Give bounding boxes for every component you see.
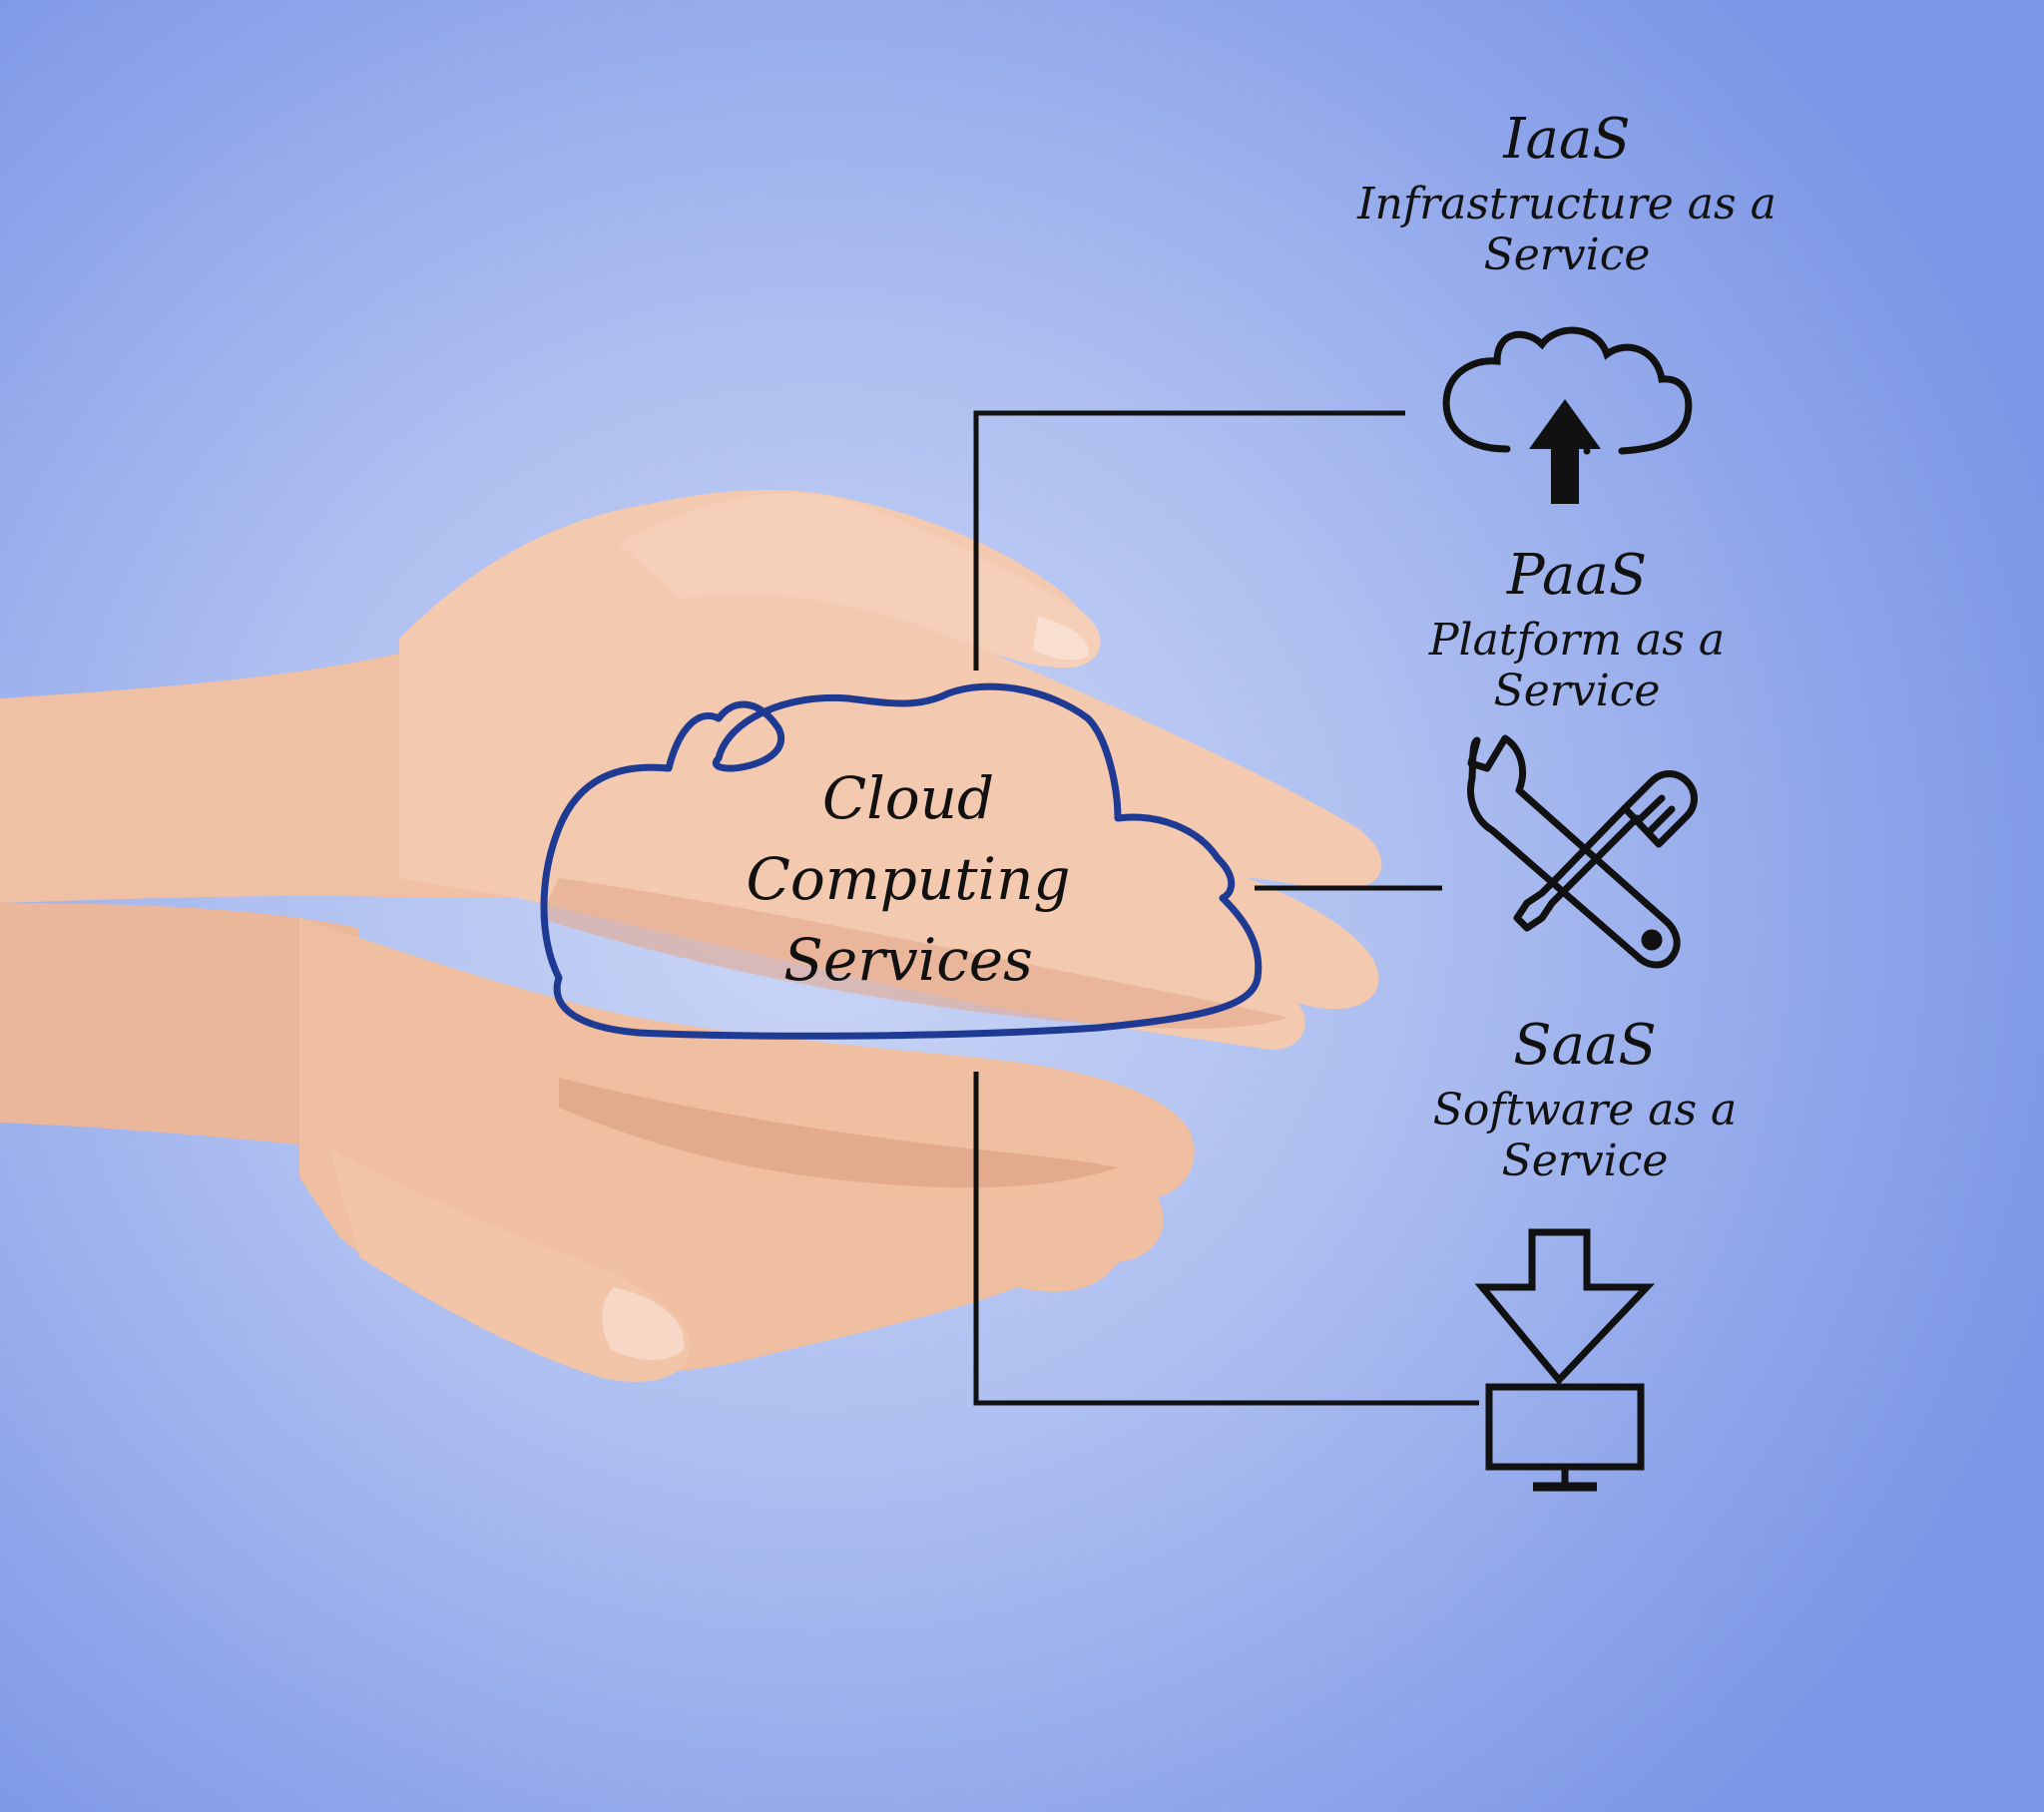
- service-acronym-paas: PaaS: [1506, 543, 1648, 608]
- service-label-paas: PaaS Platform as a Service: [1367, 543, 1787, 716]
- monitor-screen: [1485, 1383, 1645, 1471]
- lower-thumb: [329, 1147, 691, 1382]
- service-full-saas: Software as a Service: [1432, 1084, 1738, 1186]
- connector-iaas: [973, 410, 1405, 671]
- service-acronym-iaas: IaaS: [1503, 107, 1631, 172]
- center-title-line-2: Computing: [746, 845, 1071, 914]
- download-to-monitor-icon: [1474, 1228, 1656, 1492]
- hands-illustration: [0, 489, 1382, 1382]
- service-label-iaas: IaaS Infrastructure as a Service: [1357, 107, 1777, 280]
- connector-saas: [973, 1072, 1479, 1406]
- upper-thumbnail: [1033, 617, 1089, 661]
- cloud-upload-icon: [1442, 326, 1693, 455]
- center-cloud-outline: [540, 682, 1263, 1040]
- service-full-paas: Platform as a Service: [1428, 614, 1726, 716]
- tools-icon: [1467, 734, 1698, 969]
- center-title-line-3: Services: [783, 926, 1033, 995]
- service-acronym-saas: SaaS: [1513, 1013, 1657, 1078]
- service-label-saas: SaaS Software as a Service: [1375, 1013, 1794, 1186]
- download-arrow: [1474, 1228, 1656, 1386]
- center-title: Cloud Computing Services: [699, 758, 1118, 1002]
- upload-arrow: [1529, 399, 1601, 504]
- upper-thumb: [619, 493, 1101, 669]
- lower-forearm: [0, 903, 359, 1147]
- lower-thumbnail: [602, 1287, 685, 1360]
- upper-hand-shadow: [539, 878, 1287, 1029]
- connector-lines: [973, 410, 1479, 1406]
- service-full-iaas: Infrastructure as a Service: [1357, 178, 1777, 280]
- center-title-line-1: Cloud: [821, 764, 995, 832]
